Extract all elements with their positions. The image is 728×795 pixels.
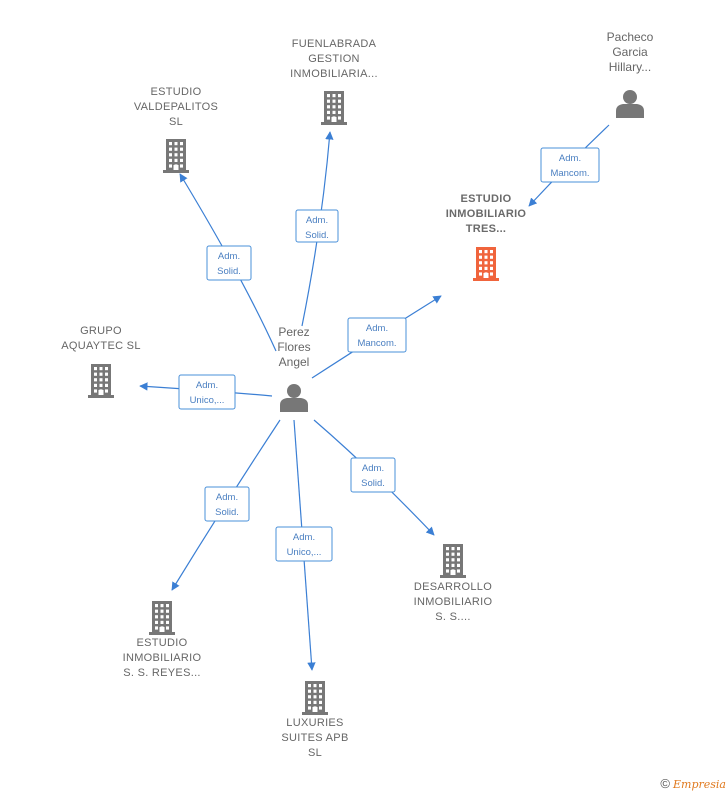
building-icon — [163, 139, 189, 173]
edge-label-box — [275, 526, 333, 562]
node-label: ESTUDIO — [137, 637, 188, 649]
edge-label-text: Solid. — [305, 230, 329, 241]
edge-label-text: Adm. — [196, 380, 218, 391]
building-icon — [440, 544, 466, 578]
node-label: INMOBILIARIO — [123, 652, 202, 664]
node-label: AQUAYTEC SL — [61, 340, 141, 352]
edge-label-text: Mancom. — [357, 338, 396, 349]
edge-label-text: Adm. — [306, 215, 328, 226]
node-label: Hillary... — [609, 60, 651, 74]
building-icon — [473, 247, 499, 281]
node-label: INMOBILIARIO — [446, 208, 527, 220]
edge-label-box — [350, 457, 396, 493]
node-label: FUENLABRADA — [292, 38, 377, 50]
node-tres[interactable]: ESTUDIO INMOBILIARIO TRES... — [446, 193, 527, 281]
edge-label-text: Unico,... — [287, 547, 322, 558]
edge-label-text: Adm. — [366, 323, 388, 334]
edge-label-text: Mancom. — [550, 168, 589, 179]
node-desarrollo[interactable]: DESARROLLO INMOBILIARIO S. S.... — [414, 544, 493, 623]
node-luxuries[interactable]: LUXURIES SUITES APB SL — [281, 681, 348, 759]
edge-label-text: Solid. — [217, 266, 241, 277]
building-icon — [321, 91, 347, 125]
node-aquaytec[interactable]: GRUPO AQUAYTEC SL — [61, 325, 141, 398]
node-label: LUXURIES — [286, 717, 343, 729]
edge-label-text: Adm. — [293, 532, 315, 543]
edge-label-text: Solid. — [361, 478, 385, 489]
node-label: Garcia — [612, 45, 648, 59]
node-label: Perez — [278, 325, 309, 339]
edge-label-perez-to-valdepalitos[interactable]: Adm. Solid. — [206, 245, 252, 281]
node-label: GESTION — [308, 53, 360, 65]
edge-label-pacheco-to-tres[interactable]: Adm. Mancom. — [540, 147, 600, 183]
node-valdepalitos[interactable]: ESTUDIO VALDEPALITOS SL — [134, 86, 218, 173]
edge-label-perez-to-tres[interactable]: Adm. Mancom. — [347, 317, 407, 353]
edge-label-box — [178, 374, 236, 410]
copyright-icon: © — [660, 776, 670, 791]
edge-label-text: Solid. — [215, 507, 239, 518]
node-pacheco[interactable]: PachecoGarciaHillary... — [607, 30, 654, 118]
node-label: SL — [169, 116, 183, 128]
node-label: ESTUDIO — [461, 193, 512, 205]
person-icon — [280, 384, 308, 412]
node-label: SUITES APB — [281, 732, 348, 744]
edge-label-text: Unico,... — [190, 395, 225, 406]
node-label: Angel — [279, 355, 310, 369]
node-label: SL — [308, 747, 322, 759]
node-label: VALDEPALITOS — [134, 101, 218, 113]
edge-label-perez-to-luxuries[interactable]: Adm. Unico,... — [275, 526, 333, 562]
node-fuenlabrada[interactable]: FUENLABRADA GESTION INMOBILIARIA... — [290, 38, 378, 125]
building-icon — [302, 681, 328, 715]
node-label: Pacheco — [607, 30, 654, 44]
person-icon — [616, 90, 644, 118]
edge-label-text: Adm. — [216, 492, 238, 503]
edge-labels-layer: Adm. Solid. Adm. Solid. Adm. Mancom. Adm. Manco… — [178, 147, 600, 562]
node-label: INMOBILIARIA... — [290, 68, 378, 80]
node-label: S. S.... — [435, 611, 470, 623]
node-label: DESARROLLO — [414, 581, 492, 593]
node-label: ESTUDIO — [151, 86, 202, 98]
edge-label-perez-to-fuenlabrada[interactable]: Adm. Solid. — [295, 209, 339, 243]
edge-label-box — [347, 317, 407, 353]
edge-label-perez-to-desarrollo[interactable]: Adm. Solid. — [350, 457, 396, 493]
node-label: INMOBILIARIO — [414, 596, 493, 608]
nodes-layer: FUENLABRADA GESTION INMOBILIARIA... ESTUDIO… — [61, 30, 653, 759]
edge-label-box — [204, 486, 250, 522]
building-icon — [149, 601, 175, 635]
node-label: TRES... — [466, 223, 507, 235]
edge-label-box — [206, 245, 252, 281]
node-reyes[interactable]: ESTUDIO INMOBILIARIO S. S. REYES... — [123, 601, 202, 679]
building-icon — [88, 364, 114, 398]
node-label: GRUPO — [80, 325, 122, 337]
edge-label-text: Adm. — [362, 463, 384, 474]
edge-label-perez-to-reyes[interactable]: Adm. Solid. — [204, 486, 250, 522]
edge-label-text: Adm. — [218, 251, 240, 262]
node-label: Flores — [277, 340, 310, 354]
edge-label-text: Adm. — [559, 153, 581, 164]
edge-label-box — [540, 147, 600, 183]
brand-logo[interactable]: Empresia — [673, 778, 726, 791]
edge-label-box — [295, 209, 339, 243]
footer-brand: © Empresia — [660, 776, 726, 791]
edge-label-perez-to-aquaytec[interactable]: Adm. Unico,... — [178, 374, 236, 410]
node-label: S. S. REYES... — [123, 667, 201, 679]
